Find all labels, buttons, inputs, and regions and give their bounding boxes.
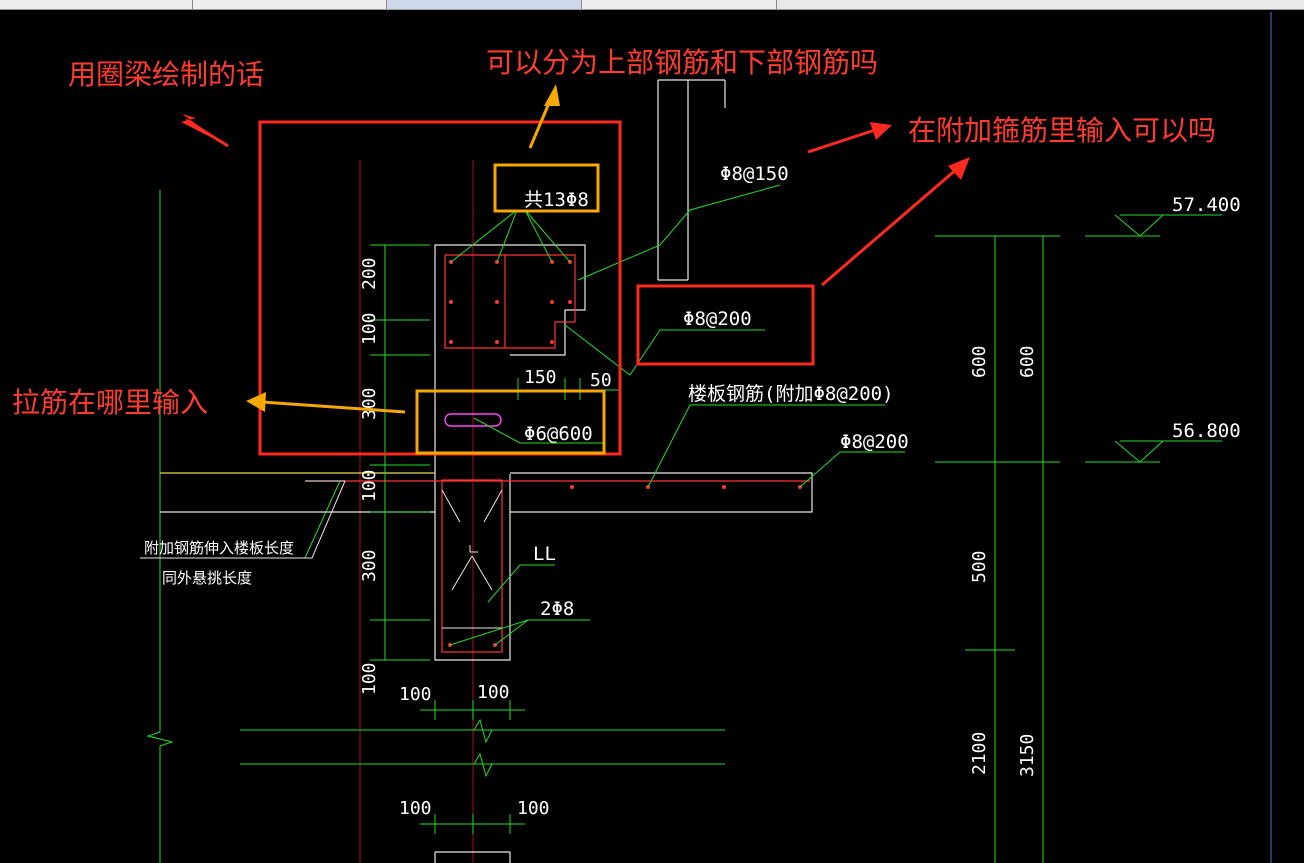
dim-100-a: 100 [359,312,380,345]
tie-bar-box [415,389,606,455]
dim-500: 500 [969,550,990,583]
dim-100-right-2: 100 [517,798,550,819]
dim-600-a: 600 [969,345,990,378]
note-leader [140,480,346,559]
label-beam-ll: LL [533,543,556,565]
beam-detail-lines [305,480,503,629]
section-outline [160,79,813,863]
annotation-additional-stirrup: 在附加箍筋里输入可以吗 [908,114,1216,147]
dim-300-b: 300 [359,549,380,582]
mid-dimension-lines [240,378,725,834]
label-stirrup-150: Φ8@150 [720,163,789,185]
annotation-arrows [181,84,970,414]
tie-bar-symbol [444,413,502,427]
label-note-line1: 附加钢筋伸入楼板长度 [144,539,294,557]
annotation-upper-lower: 可以分为上部钢筋和下部钢筋吗 [486,46,878,79]
annotation-tie-bar: 拉筋在哪里输入 [12,386,208,419]
label-slab-bars: 楼板钢筋(附加Φ8@200) [688,383,894,405]
label-slab-200: Φ8@200 [840,431,909,453]
cad-drawing-canvas[interactable]: 200 100 300 100 300 100 150 50 100 100 1… [0,10,1304,863]
dim-2100: 2100 [969,732,990,775]
dim-300-a: 300 [359,387,380,420]
dim-50: 50 [590,370,612,391]
document-tab-1[interactable] [0,0,193,9]
label-total-bars: 共13Φ8 [524,189,589,211]
dim-100-right: 100 [477,682,510,703]
elevation-lower: 56.800 [1172,420,1241,442]
left-break-line [146,190,174,863]
dim-100-left: 100 [399,684,432,705]
annotation-ring-beam: 用圈梁绘制的话 [68,58,264,91]
dim-150: 150 [524,367,557,388]
total-bars-box [493,163,600,213]
right-dimension-chains [935,214,1222,863]
document-tab-4[interactable] [582,0,777,9]
label-bottom-bars: 2Φ8 [540,598,574,620]
dim-3150: 3150 [1017,734,1038,777]
annotation-boxes [258,120,815,456]
label-tie-600: Φ6@600 [524,423,593,445]
rebar-stirrups [305,254,810,653]
annotation-texts: 用圈梁绘制的话 可以分为上部钢筋和下部钢筋吗 在附加箍筋里输入可以吗 拉筋在哪里… [12,46,1216,419]
label-note-line2: 同外悬挑长度 [162,569,252,587]
label-stirrup-200: Φ8@200 [683,308,752,330]
dim-200: 200 [359,257,380,290]
dim-600-b: 600 [1017,345,1038,378]
dim-100-c: 100 [359,662,380,695]
stirrup-200-box [636,284,815,366]
dim-100-b: 100 [359,469,380,502]
elevation-upper: 57.400 [1172,194,1241,216]
dim-100-left-2: 100 [399,798,432,819]
rebar-labels: 共13Φ8 Φ8@150 Φ8@200 Φ6@600 楼板钢筋(附加Φ8@200… [144,163,1241,620]
dimension-texts: 200 100 300 100 300 100 150 50 100 100 1… [359,257,1038,819]
document-tab-bar [0,0,1304,10]
document-tab-3[interactable] [387,0,582,9]
document-tab-2[interactable] [193,0,387,9]
